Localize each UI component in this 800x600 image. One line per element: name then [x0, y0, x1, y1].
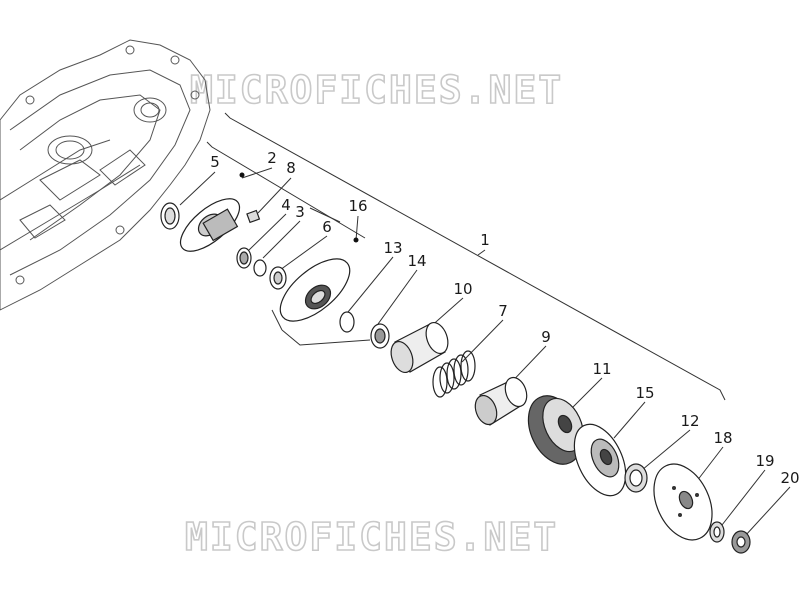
callout-number-15: 15 — [635, 384, 654, 402]
marker-dot — [239, 172, 245, 178]
part-movable-pulley — [279, 258, 351, 322]
part-ring — [253, 259, 267, 277]
callout-number-3: 3 — [295, 203, 305, 221]
part-o-ring — [339, 311, 355, 333]
crankcase-housing — [0, 39, 211, 311]
callout-number-9: 9 — [541, 328, 551, 346]
part-fixed-pulley — [179, 198, 241, 252]
callout-number-11: 11 — [592, 360, 611, 378]
callout-number-10: 10 — [453, 280, 472, 298]
part-nut — [624, 463, 648, 493]
part-clutch-bell — [653, 463, 713, 541]
callout-number-8: 8 — [286, 159, 296, 177]
part-seal — [370, 323, 390, 349]
callout-number-12: 12 — [680, 412, 699, 430]
part-pin — [246, 209, 261, 224]
part-hex-nut — [731, 530, 751, 554]
part-oil-seal — [160, 202, 180, 230]
part-spring — [432, 350, 476, 398]
callout-number-20: 20 — [780, 469, 799, 487]
callout-number-5: 5 — [210, 153, 220, 171]
part-bearing — [236, 247, 252, 269]
watermark-bottom: MICROFICHES.NET — [185, 515, 558, 559]
callout-number-6: 6 — [322, 218, 332, 236]
marker-dot — [353, 237, 359, 243]
watermark-top: MICROFICHES.NET — [190, 68, 563, 112]
callout-number-16: 16 — [348, 197, 367, 215]
part-fan-housing — [573, 423, 627, 497]
callout-number-19: 19 — [755, 452, 774, 470]
callout-number-2: 2 — [267, 149, 277, 167]
callout-number-7: 7 — [498, 302, 508, 320]
callout-number-18: 18 — [713, 429, 732, 447]
callout-number-4: 4 — [281, 196, 291, 214]
part-clutch-assembly — [527, 395, 584, 465]
callout-number-1: 1 — [480, 231, 490, 249]
leader-lines — [179, 112, 791, 537]
part-washer — [269, 266, 287, 290]
part-bushing — [390, 321, 449, 374]
callout-number-13: 13 — [383, 239, 402, 257]
callout-number-14: 14 — [407, 252, 426, 270]
part-washer-small — [709, 521, 725, 543]
part-sleeve — [474, 376, 528, 426]
